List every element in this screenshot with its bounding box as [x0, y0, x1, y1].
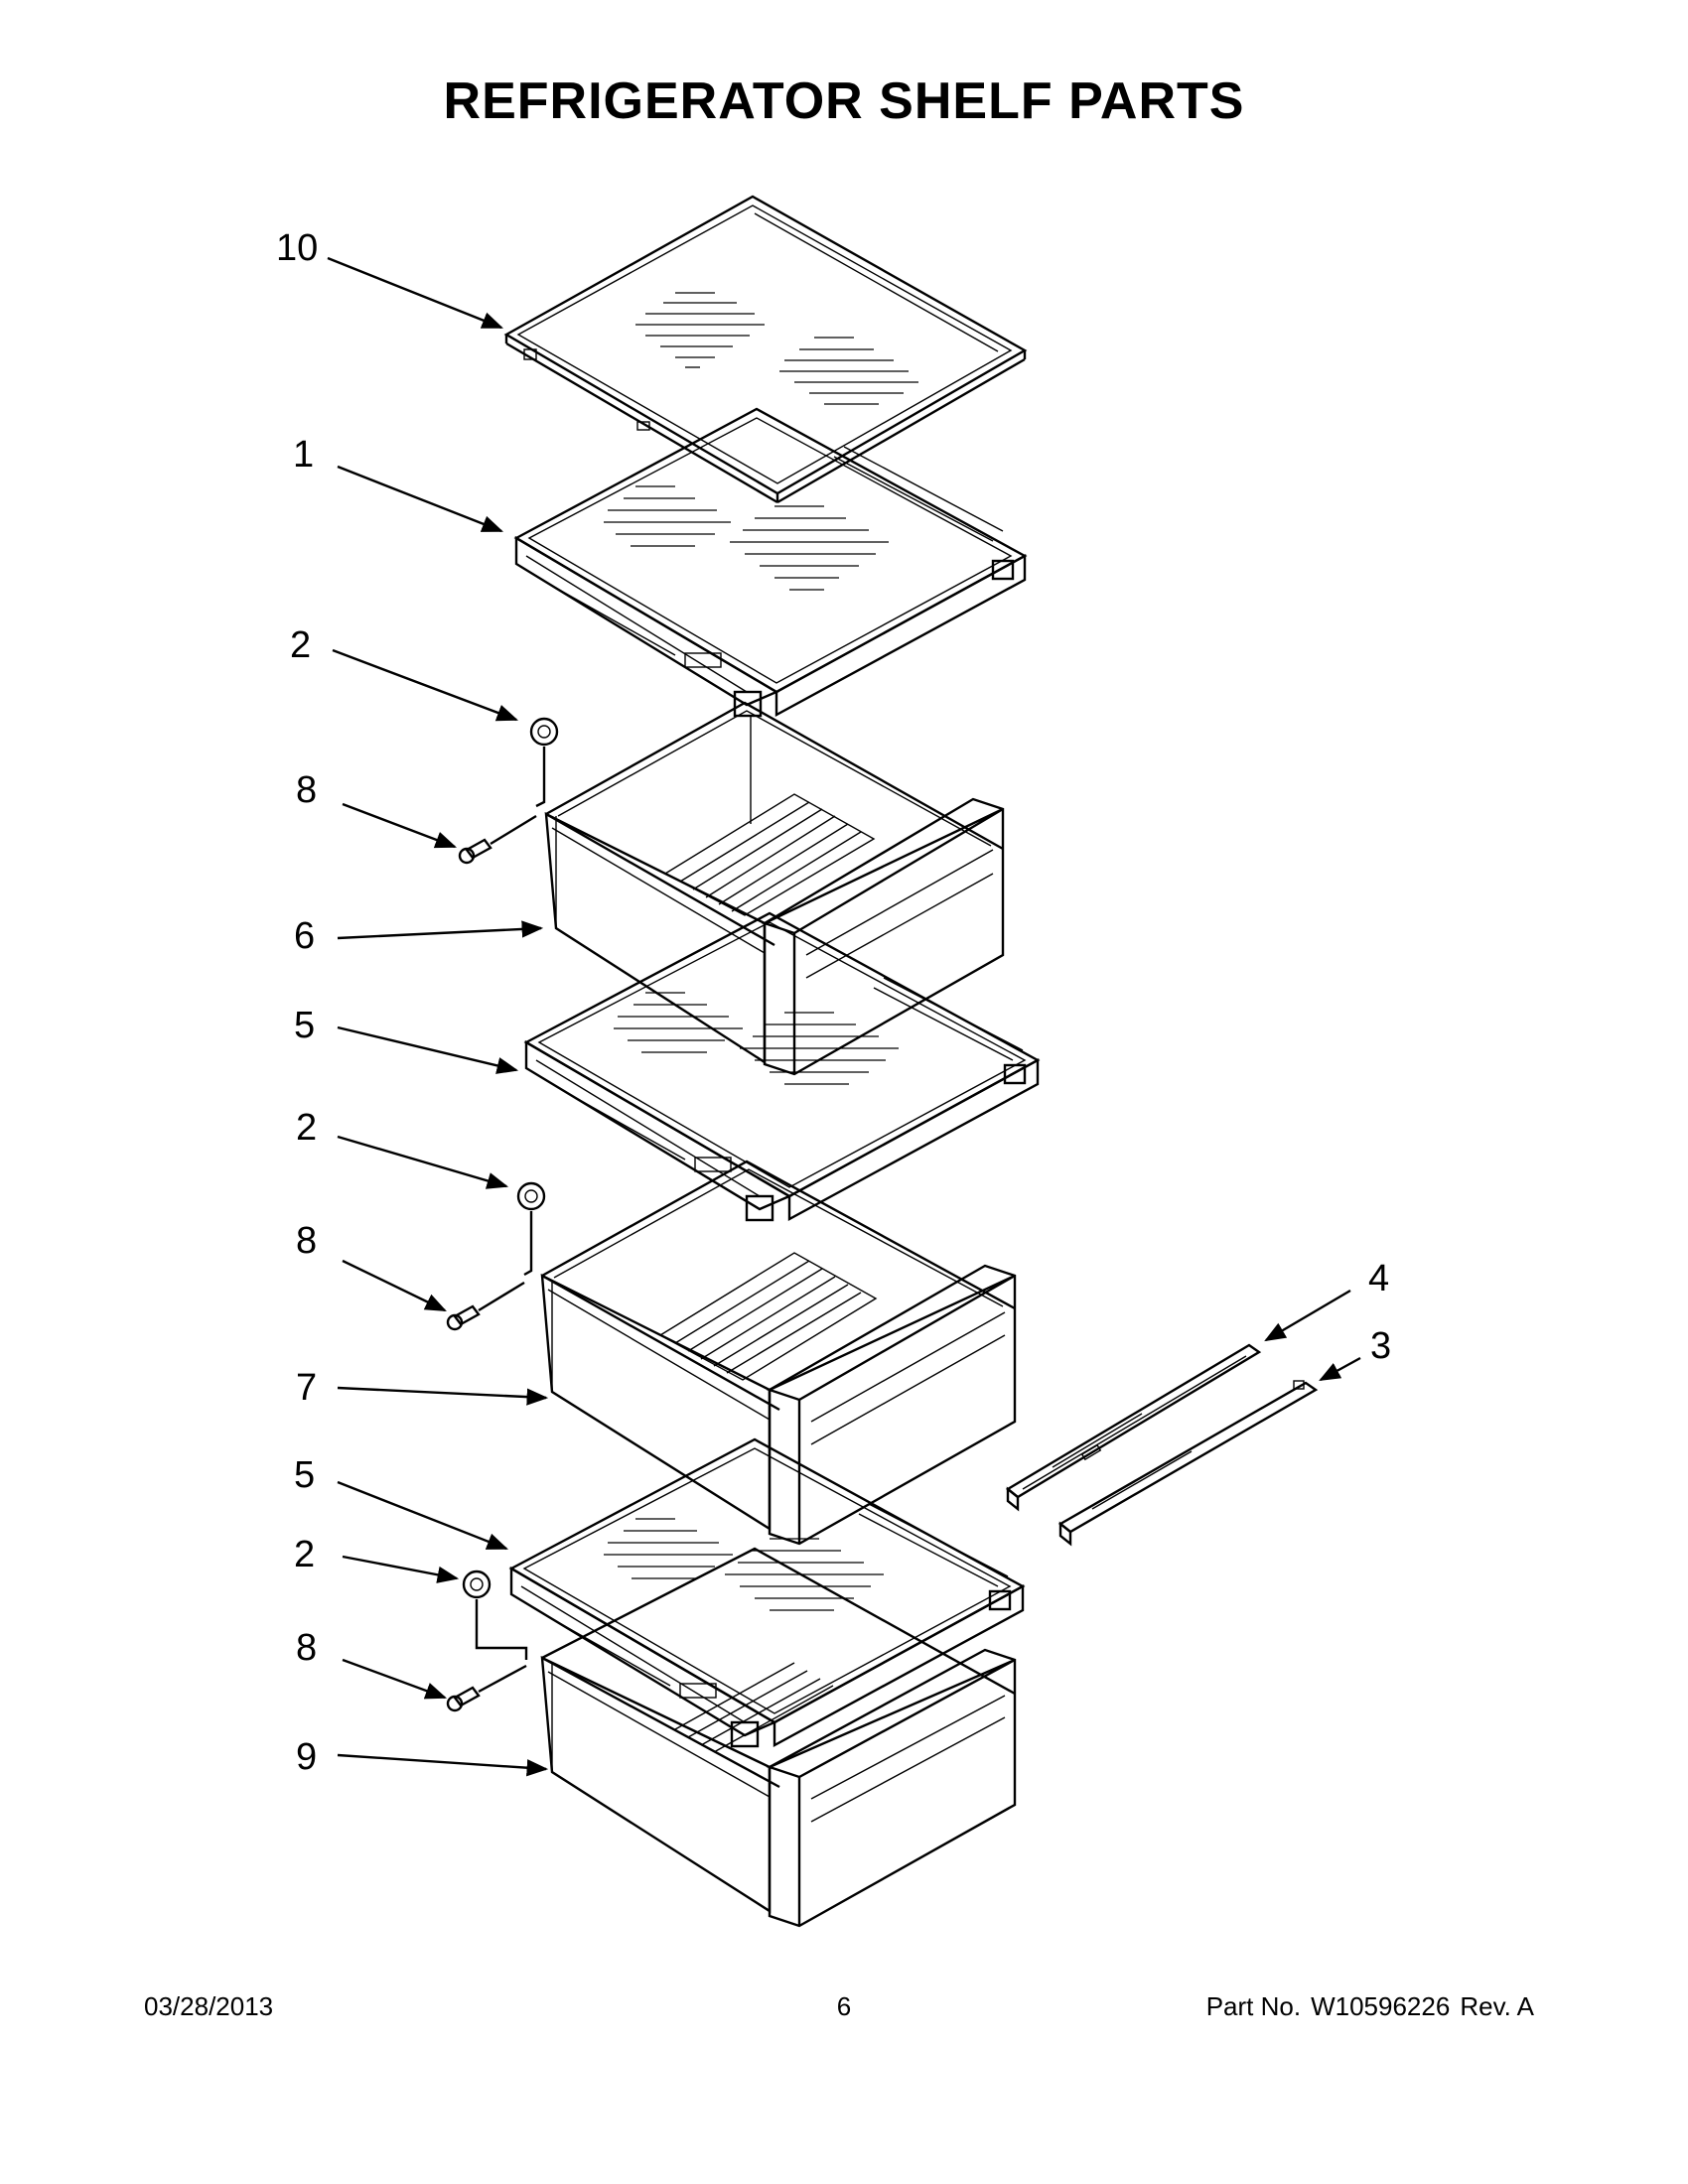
part-8-screw-b — [446, 1281, 525, 1331]
part-9-drawer — [540, 1547, 1017, 1928]
part-5-shelf-frame-lower — [508, 1437, 1026, 1748]
part-1-shelf-frame — [513, 407, 1028, 718]
part-7-drawer — [540, 1160, 1017, 1546]
callout-10: 10 — [276, 227, 318, 269]
callout-2-upper: 2 — [290, 624, 311, 666]
callout-5-lower: 5 — [294, 1454, 315, 1496]
part-5-shelf-frame-upper — [523, 911, 1041, 1222]
footer-part-number: Part No. W10596226 Rev. A — [1196, 1991, 1534, 2022]
callout-9: 9 — [296, 1736, 317, 1778]
callout-8-middle: 8 — [296, 1220, 317, 1262]
part-2-roller-c — [462, 1570, 528, 1660]
callout-3: 3 — [1370, 1325, 1391, 1367]
callout-5-upper: 5 — [294, 1005, 315, 1046]
leader-lines — [327, 256, 1361, 1777]
callout-8-upper: 8 — [296, 769, 317, 811]
callout-6: 6 — [294, 915, 315, 957]
footer-part-label: Part No. — [1205, 1991, 1302, 2021]
callout-2-lower: 2 — [294, 1534, 315, 1575]
part-2-roller-a — [529, 717, 559, 808]
part-4-slide-rail — [1005, 1343, 1262, 1512]
callout-4: 4 — [1368, 1258, 1389, 1299]
footer-page-number: 6 — [836, 1991, 852, 2021]
part-2-roller-b — [516, 1181, 546, 1277]
part-6-crisper-drawer — [544, 701, 1005, 1076]
footer-date: 03/28/2013 — [144, 1991, 274, 2021]
footer-part-value: W10596226 — [1311, 1991, 1451, 2021]
part-8-screw-c — [446, 1664, 527, 1712]
part-3-slide-rail — [1057, 1380, 1319, 1547]
page-title: REFRIGERATOR SHELF PARTS — [443, 72, 1245, 130]
callout-7: 7 — [296, 1367, 317, 1409]
part-10-glass-shelf — [503, 195, 1028, 504]
callout-2-middle: 2 — [296, 1107, 317, 1149]
part-8-screw-a — [458, 814, 537, 865]
callout-1: 1 — [293, 434, 314, 476]
callout-8-lower: 8 — [296, 1627, 317, 1669]
footer-revision: Rev. A — [1460, 1991, 1534, 2021]
